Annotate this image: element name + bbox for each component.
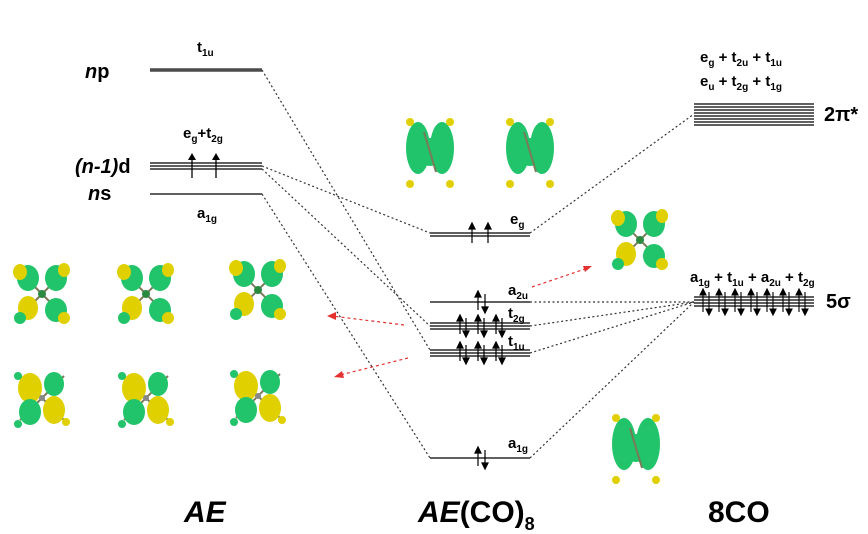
ns-label: ns <box>88 183 111 205</box>
correlation-lines <box>261 69 695 459</box>
pi-line-1: eg + t2u + t1u <box>700 49 782 69</box>
co-title: 8CO <box>708 496 770 529</box>
complex-electrons <box>456 221 506 471</box>
eg-mid-label: eg <box>510 211 524 231</box>
sigma-combo-label: a1g + t1u + a2u + t2g <box>690 269 815 289</box>
a1g-mid-label: a1g <box>508 435 528 455</box>
nd-electrons <box>188 153 220 178</box>
complex-levels <box>430 232 530 459</box>
t1u-left-label: t1u <box>197 39 214 59</box>
red-arrows <box>327 266 592 378</box>
eg-t2g-left-label: eg+t2g <box>183 125 223 145</box>
a2u-orbital <box>610 208 669 271</box>
np-label: np <box>85 61 109 83</box>
a2u-mid-label: a2u <box>508 282 528 302</box>
sigma-block <box>694 287 814 317</box>
ae-title: AE <box>183 496 227 529</box>
complex-title: AE(CO)8 <box>417 496 535 534</box>
pi-line-2: eu + t2g + t1g <box>700 73 782 93</box>
t2g-mid-label: t2g <box>508 305 525 325</box>
complex-orbital-top <box>405 117 555 189</box>
sigma-label: 5σ <box>826 291 851 313</box>
a1g-left-label: a1g <box>197 205 217 225</box>
pi-star-label: 2π* <box>824 104 858 126</box>
a1g-orbital <box>611 413 661 485</box>
t1u-mid-label: t1u <box>508 333 525 353</box>
ae-orbital-row1 <box>12 258 287 325</box>
pi-star-block <box>694 103 814 126</box>
nd-label: (n-1)d <box>75 156 131 178</box>
ae-orbital-row2 <box>13 369 287 429</box>
ae-levels <box>150 68 262 195</box>
